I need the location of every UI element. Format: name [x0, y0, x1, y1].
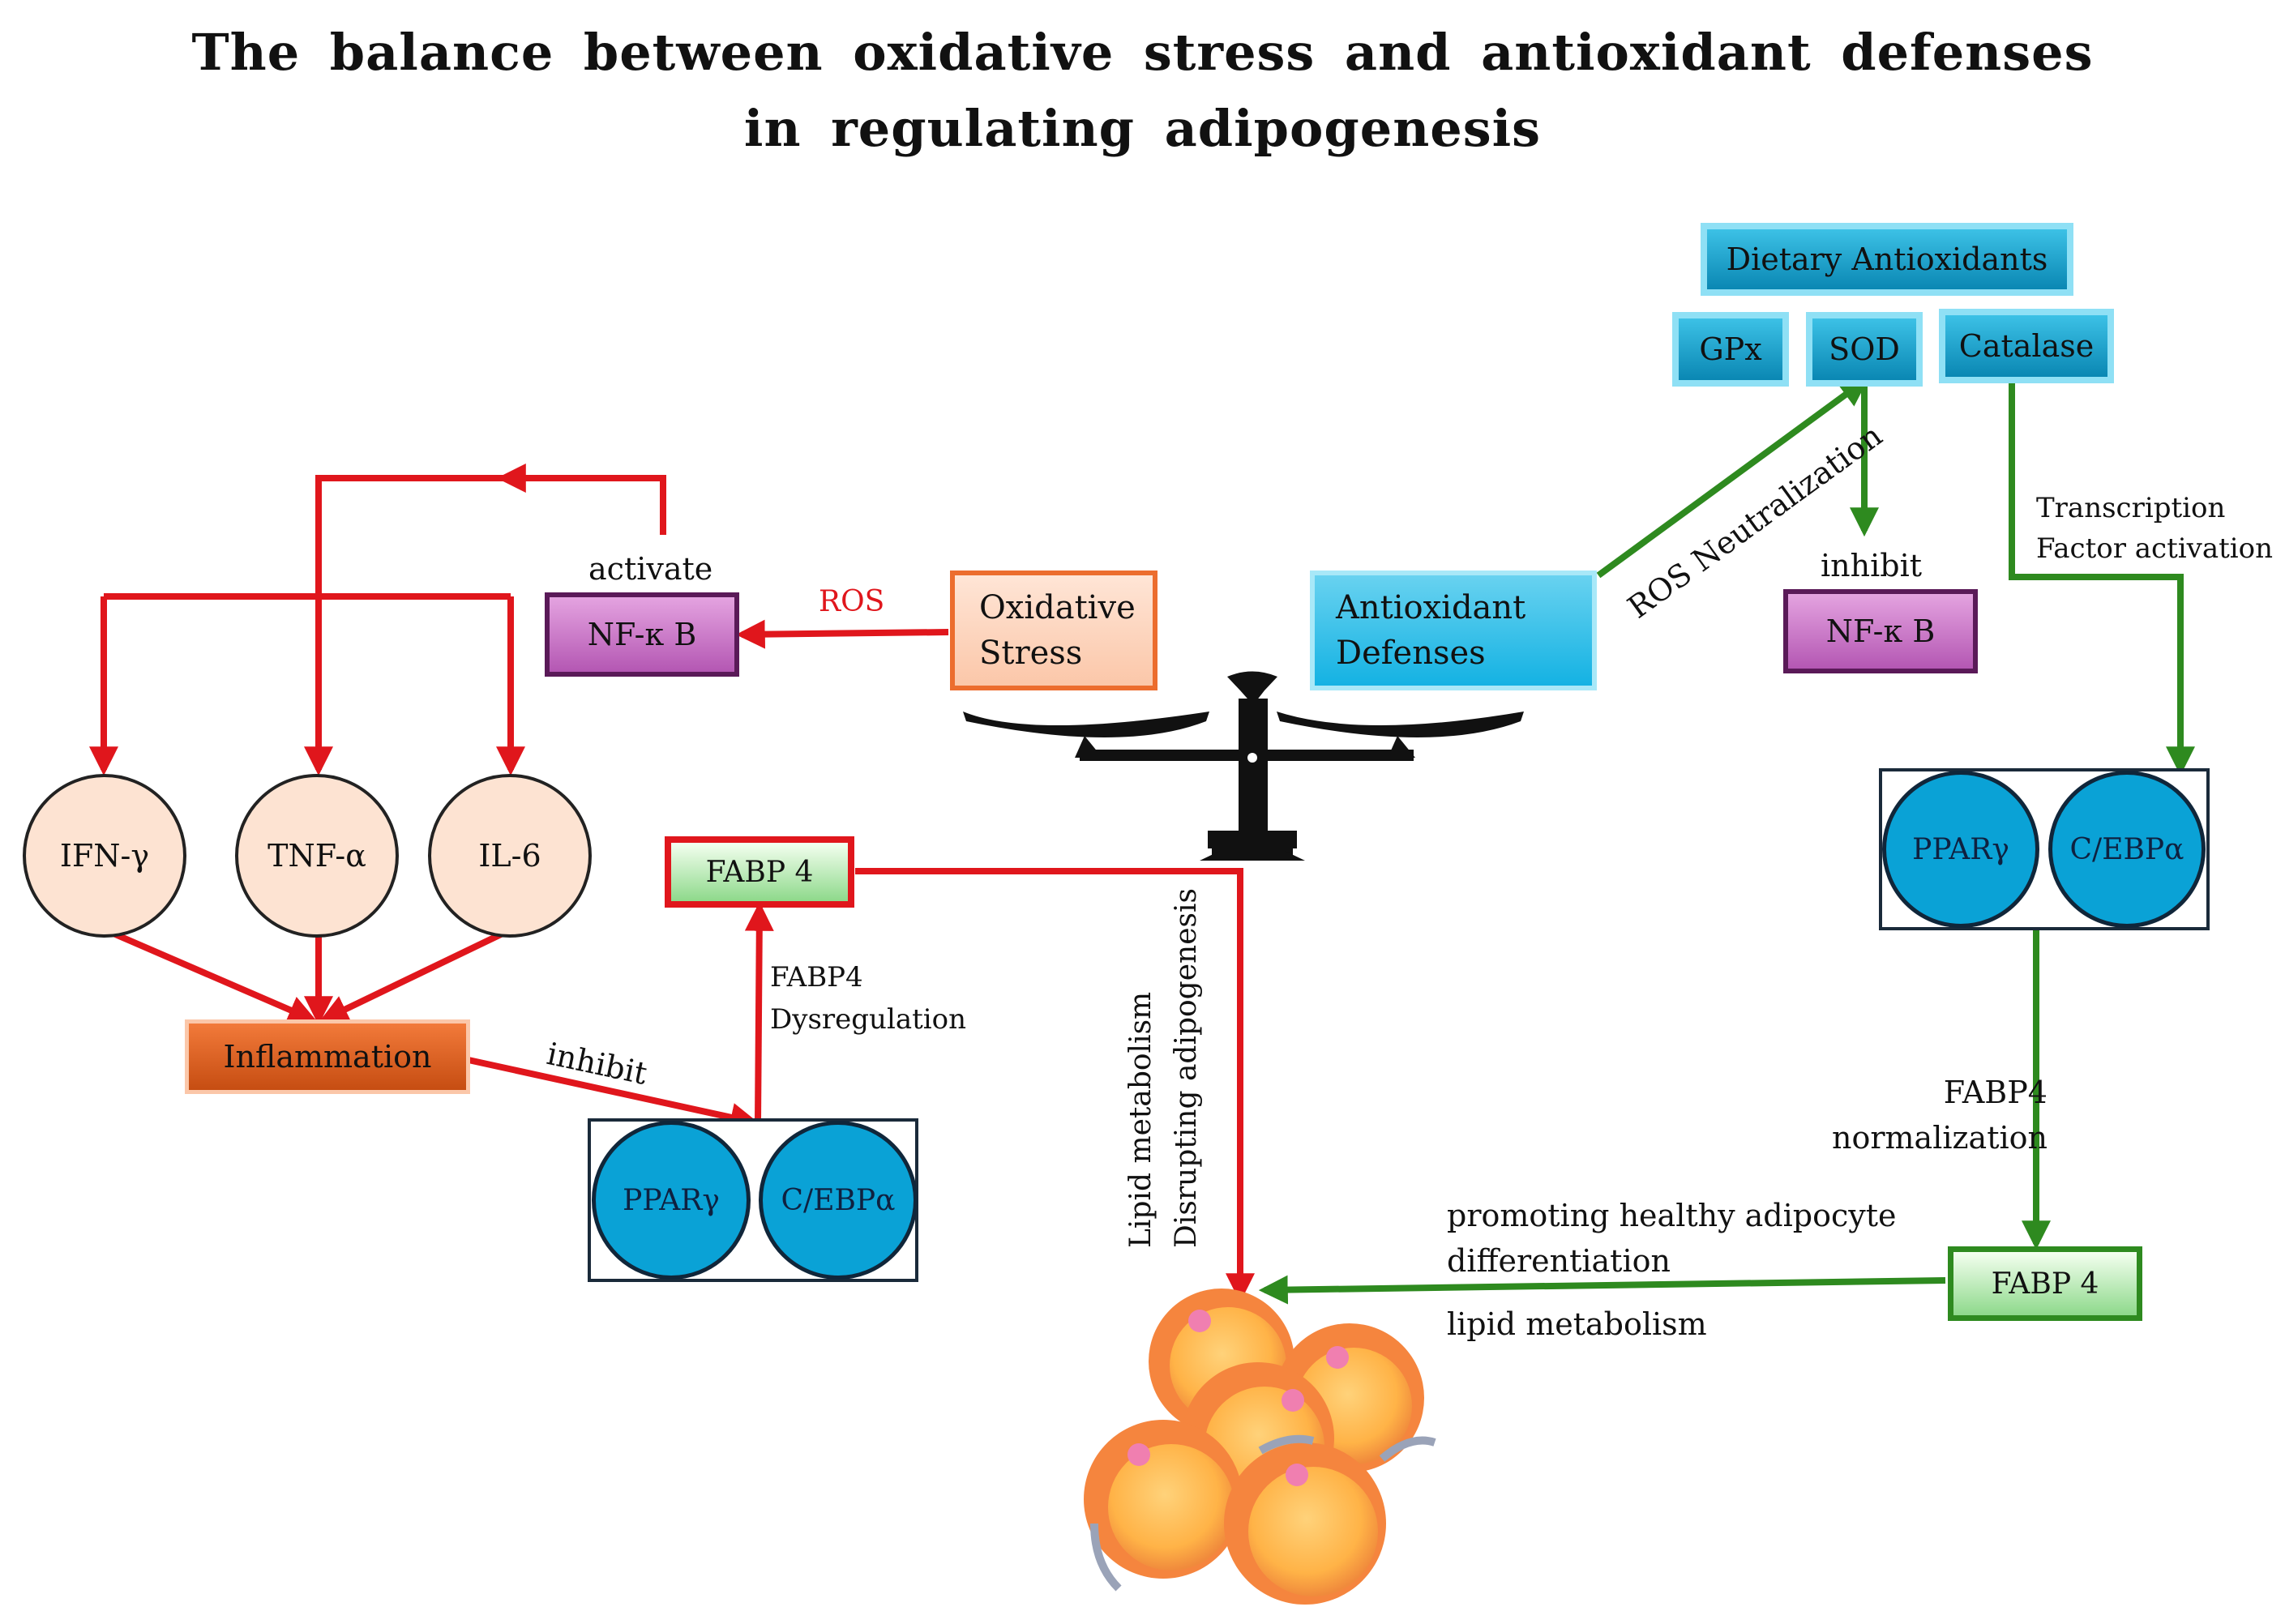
ifn-gamma-circle: IFN-γ	[23, 774, 186, 938]
fabp4-box-left: FABP 4	[665, 836, 854, 908]
arrow-to-tnf	[304, 475, 507, 776]
arrow-catalase-to-ppar	[2009, 382, 2195, 776]
antioxidant-defenses-line-2: Defenses	[1336, 635, 1486, 672]
title-line-2: in regulating adipogenesis	[743, 99, 1542, 158]
red-arrows	[89, 464, 1255, 1303]
disrupting-adipogenesis-line: Disrupting adipogenesis	[1170, 888, 1203, 1248]
inhibit-label-right: inhibit	[1821, 548, 1923, 583]
oxidative-stress-box: Oxidative Stress	[950, 571, 1157, 690]
gpx-box: GPx	[1672, 312, 1789, 387]
promoting-line-1: promoting healthy adipocyte	[1447, 1198, 1897, 1233]
transcription-label: Transcription Factor activation	[2036, 488, 2273, 569]
adipocyte-cluster-icon	[1084, 1289, 1436, 1605]
arrow-il6-to-inflammation	[319, 930, 504, 1023]
adipocyte-cell	[1084, 1420, 1243, 1579]
cebp-alpha-circle-left: C/EBPα	[759, 1121, 918, 1280]
il6-circle: IL-6	[428, 774, 592, 938]
green-arrows	[1258, 377, 2195, 1305]
lipid-metabolism-line: Lipid metabolism	[1124, 991, 1157, 1248]
arrow-oxidative-to-nfkb	[735, 619, 949, 649]
lipid-metabolism-label: lipid metabolism	[1447, 1306, 1707, 1342]
fabp4-normalization-label: FABP4 normalization	[1832, 1070, 2048, 1160]
arrow-defenses-to-sod	[1596, 377, 1869, 579]
ppar-gamma-circle-right: PPARγ	[1882, 771, 2039, 928]
fabp4-box-right: FABP 4	[1948, 1246, 2142, 1321]
promoting-line-2: differentiation	[1447, 1243, 1671, 1279]
sod-box: SOD	[1806, 312, 1923, 387]
ppar-gamma-circle-left: PPARγ	[592, 1121, 751, 1280]
fabp4-dysregulation-line-1: FABP4	[770, 961, 863, 994]
promoting-label: promoting healthy adipocyte differentiat…	[1447, 1193, 1897, 1284]
arrow-fabp4-to-adipocytes	[855, 868, 1255, 1303]
tnf-alpha-circle: TNF-α	[235, 774, 399, 938]
title-line-1: The balance between oxidative stress and…	[191, 23, 2094, 82]
arrow-ifn-to-inflammation	[112, 930, 318, 1024]
dietary-antioxidants-box: Dietary Antioxidants	[1701, 223, 2073, 296]
activate-label: activate	[588, 551, 713, 587]
lipid-disrupt-label: Lipid metabolism Disrupting adipogenesis	[1119, 888, 1209, 1248]
arrow-inflammation-to-ppar	[468, 1057, 760, 1132]
catalase-box: Catalase	[1939, 309, 2114, 383]
arrow-nfkb-loop	[496, 464, 666, 535]
ros-label: ROS	[819, 585, 885, 618]
nfkb-box-left: NF-κ B	[545, 592, 739, 677]
antioxidant-defenses-box: Antioxidant Defenses	[1310, 571, 1597, 690]
antioxidant-defenses-line-1: Antioxidant	[1336, 589, 1526, 626]
fabp4-normalization-line-2: normalization	[1832, 1120, 2048, 1156]
arrow-ppar-to-fabp4	[744, 901, 774, 1123]
fabp4-dysregulation-label: FABP4 Dysregulation	[770, 956, 966, 1041]
inflammation-box: Inflammation	[185, 1019, 470, 1094]
fabp4-dysregulation-line-2: Dysregulation	[770, 1003, 967, 1036]
oxidative-stress-line-1: Oxidative	[979, 589, 1136, 626]
transcription-line-1: Transcription	[2036, 492, 2226, 524]
fabp4-normalization-line-1: FABP4	[1943, 1075, 2048, 1110]
adipocyte-cell	[1224, 1442, 1386, 1605]
arrow-fabp4-to-adipocytes	[1258, 1275, 1946, 1305]
nfkb-box-right: NF-κ B	[1783, 589, 1978, 673]
cebp-alpha-circle-right: C/EBPα	[2048, 771, 2206, 928]
transcription-line-2: Factor activation	[2036, 532, 2274, 565]
oxidative-stress-line-2: Stress	[979, 635, 1083, 672]
balance-scale-icon	[963, 671, 1524, 861]
